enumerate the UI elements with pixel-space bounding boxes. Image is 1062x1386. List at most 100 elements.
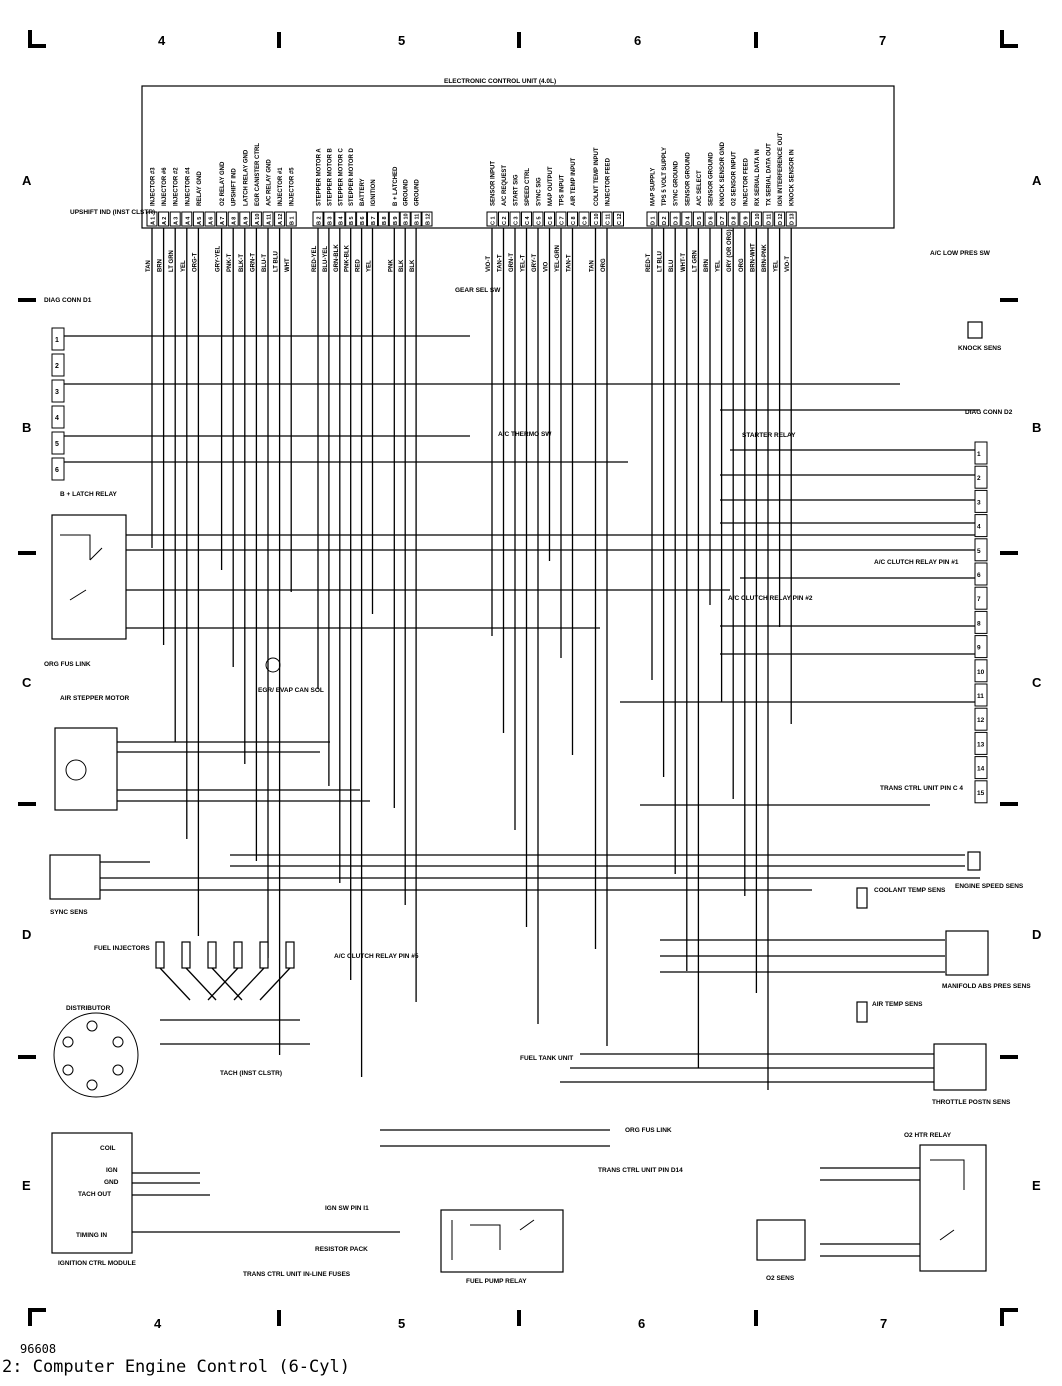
ecu-wire-color: LT GRN bbox=[692, 250, 698, 272]
ecu-wire-color: TAN-T bbox=[567, 254, 573, 272]
ecu-pin-number: B 5 bbox=[349, 216, 355, 225]
diag-d2-pin-number: 8 bbox=[977, 620, 981, 627]
diag-d2-pin-number: 13 bbox=[977, 741, 985, 748]
diag-d2-pin bbox=[974, 538, 988, 562]
ecu-wire-color: ORG bbox=[601, 258, 607, 272]
ecu-wire-color: GRN-T bbox=[509, 253, 515, 272]
wire-harness bbox=[58, 228, 980, 1257]
ecu-wire-color: YEL bbox=[716, 260, 722, 272]
gear-sel-label: GEAR SEL SW bbox=[455, 287, 501, 294]
ecu-pin-number: B 2 bbox=[317, 216, 323, 225]
sync-sens-label: SYNC SENS bbox=[50, 909, 88, 916]
ecu-pin-function: SENSOR GROUND bbox=[685, 152, 691, 206]
ecu-pin-number: D 4 bbox=[685, 216, 691, 226]
grid-row-c-left: C bbox=[22, 675, 32, 690]
knock-sens-label: KNOCK SENS bbox=[958, 345, 1002, 352]
grid-row-d-right: D bbox=[1032, 927, 1041, 942]
ecu-pin-function: START SIG bbox=[514, 174, 520, 206]
ecu-pin-cell bbox=[345, 211, 357, 227]
ecu-pin-number: A 3 bbox=[174, 217, 180, 225]
ecu-pin-function: STEPPER MOTOR C bbox=[338, 147, 344, 206]
diag-d1-pin-number: 4 bbox=[55, 415, 59, 422]
ecu-pin-number: D 6 bbox=[709, 216, 715, 225]
ecu-pin-cell bbox=[681, 211, 693, 227]
ecu-wire-color: BLU-YEL bbox=[323, 246, 329, 272]
ecu-pin-cell bbox=[181, 211, 193, 227]
ignition-module-box bbox=[51, 1132, 133, 1254]
ecu-pin-cell bbox=[204, 211, 216, 227]
grid-row-d-left: D bbox=[22, 927, 31, 942]
ecu-wire-color: RED-YEL bbox=[312, 245, 318, 272]
ecu-pin-function: INJECTOR #3 bbox=[151, 167, 157, 206]
ecu-pin-function: MAP OUTPUT bbox=[548, 166, 554, 206]
diag-d1-pin-number: 6 bbox=[55, 467, 59, 474]
diag-d1-pin bbox=[51, 379, 65, 403]
ecu-wire-color: ORG bbox=[739, 258, 745, 272]
ecu-pin-cell bbox=[410, 211, 422, 227]
ecu-pin-function: SYNC SIG bbox=[537, 177, 543, 206]
air-stepper-label: AIR STEPPER MOTOR bbox=[60, 695, 130, 702]
grid-row-e-left: E bbox=[22, 1178, 31, 1193]
ecu-wire-color: YEL-GRN bbox=[555, 245, 561, 272]
ecu-pin-cell bbox=[544, 211, 555, 227]
ecu-pin-number: A 1 bbox=[151, 217, 157, 225]
ecu-pin-cell bbox=[486, 211, 498, 227]
ecu-wire-color: LT BLU bbox=[658, 251, 664, 272]
ecu-pin-number: D 12 bbox=[778, 213, 784, 225]
ecu-pin-function: SPEED CTRL bbox=[525, 168, 531, 206]
ecu-pin-cell bbox=[274, 211, 286, 227]
diag-d1-pin-number: 5 bbox=[55, 441, 59, 448]
ecu-wire-color: TAN-T bbox=[498, 254, 504, 272]
ecu-wire-color: GRN-BLK bbox=[334, 244, 340, 272]
ignition-module-label: IGNITION CTRL MODULE bbox=[58, 1260, 137, 1267]
diag-d2-label: DIAG CONN D2 bbox=[965, 409, 1013, 416]
throttle-position-sensor: THROTTLE POSTN SENS bbox=[932, 1043, 1011, 1106]
ecu-pin-number: A 10 bbox=[255, 214, 261, 225]
ecu-pin-cell bbox=[785, 211, 797, 227]
coolant-sens-connector bbox=[856, 887, 868, 909]
injector-lead bbox=[185, 967, 217, 1001]
ecu-pin-number: C 8 bbox=[571, 216, 577, 225]
air-temp-connector bbox=[856, 1001, 868, 1023]
ecu-pin-number: A 8 bbox=[232, 217, 238, 225]
ecu-pin-function: RX SERIAL DATA IN bbox=[755, 149, 761, 206]
diag-d2-pin bbox=[974, 610, 988, 634]
trans-ctrl-c4-label: TRANS CTRL UNIT PIN C 4 bbox=[880, 785, 963, 792]
ac-clutch-relay-5: A/C CLUTCH RELAY PIN #5 bbox=[334, 953, 419, 960]
ecu-pin-number: D 2 bbox=[662, 216, 668, 225]
ecu-wire-color: YEL bbox=[181, 260, 187, 272]
ecu-pin-number: A 12 bbox=[278, 214, 284, 225]
ecu-wire-color: GRY-T bbox=[532, 254, 538, 272]
diag-d2-pin-number: 7 bbox=[977, 596, 981, 603]
ecu-pin-cell bbox=[239, 211, 251, 227]
ecu-wire-color: VIO-T bbox=[486, 256, 492, 272]
ac-low-pres-switch: A/C LOW PRES SW bbox=[930, 250, 991, 257]
diag-d1-pin bbox=[51, 431, 65, 455]
ecu-pin-number: A 2 bbox=[162, 217, 168, 225]
ecu-pin-cell bbox=[250, 211, 262, 227]
ecu-wire-color: BLK bbox=[410, 259, 416, 272]
ecu-pin-function: STEPPER MOTOR B bbox=[327, 147, 333, 206]
o2-sensor: O2 SENS bbox=[756, 1219, 806, 1282]
ecu-wire-color: GRN-T bbox=[250, 253, 256, 272]
diag-d2-pin-number: 12 bbox=[977, 717, 985, 724]
diag-d2-pin bbox=[974, 756, 988, 780]
motor-icon bbox=[65, 759, 87, 781]
org-fus-link-2: ORG FUS LINK bbox=[625, 1127, 672, 1134]
ecu-pin-number: C 2 bbox=[502, 216, 508, 225]
ecu-pin-function: B + LATCHED bbox=[393, 166, 399, 206]
ecu-pin-function: KNOCK SENSOR GND bbox=[720, 141, 726, 206]
relay-contact-icon bbox=[60, 534, 103, 601]
ecu-wire-color: VIO bbox=[544, 261, 550, 272]
ecu-pin-number: B 12 bbox=[426, 213, 432, 225]
diag-d1-pin-number: 1 bbox=[55, 337, 59, 344]
ecu-pin-cell bbox=[774, 211, 786, 227]
ecu-wire-color: YEL-T bbox=[521, 254, 527, 272]
ecu-pin-cell bbox=[158, 211, 170, 227]
air-temp-sensor: AIR TEMP SENS bbox=[856, 1001, 923, 1023]
diag-d2-pin bbox=[974, 731, 988, 755]
diag-d2-pin-number: 6 bbox=[977, 572, 981, 579]
ecu-wire-color: RED bbox=[356, 259, 362, 272]
ecu-pin-cell bbox=[555, 211, 567, 227]
